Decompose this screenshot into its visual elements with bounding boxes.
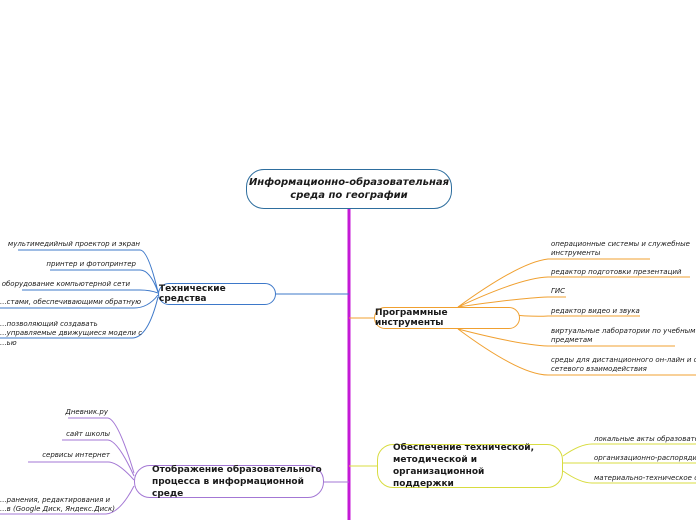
leaf-distance-env-line1: среды для дистанционного он-лайн и оф-ла… bbox=[551, 356, 696, 364]
branch-process-line1: Отображение образовательного bbox=[152, 464, 322, 475]
leaf-org-orders[interactable]: организационно-распорядите... bbox=[594, 454, 696, 462]
leaf-models-line2: ...управляемые движущиеся модели с bbox=[0, 329, 143, 337]
technical-leaf-lines bbox=[0, 249, 159, 339]
leaf-distance-env[interactable]: среды для дистанционного он-лайн и оф-ла… bbox=[551, 356, 696, 374]
branch-support-line3: поддержки bbox=[393, 479, 454, 489]
leaf-virtual-labs-line1: виртуальные лаборатории по учебным bbox=[551, 327, 696, 335]
leaf-cloud-storage-line2: ...в (Google Диск, Яндекс.Диск) bbox=[0, 505, 115, 513]
leaf-distance-env-line2: сетевого взаимодействия bbox=[551, 365, 647, 373]
branch-support-line1: Обеспечение технической, bbox=[393, 443, 535, 453]
leaf-cloud-storage-line1[interactable]: ...ранения, редактирования и bbox=[0, 496, 111, 504]
central-topic-line2: среда по географии bbox=[290, 190, 408, 201]
central-topic-line1: Информационно-образовательная bbox=[248, 177, 450, 188]
leaf-gis[interactable]: ГИС bbox=[551, 287, 566, 295]
branch-software[interactable]: Программные инструменты bbox=[374, 307, 520, 329]
branch-support-line2: методической и организационной bbox=[393, 455, 485, 477]
leaf-internet-services[interactable]: сервисы интернет bbox=[42, 451, 110, 459]
leaf-video-editor[interactable]: редактор видео и звука bbox=[551, 307, 640, 315]
central-topic[interactable]: Информационно-образовательная среда по г… bbox=[246, 169, 452, 209]
branch-technical-label: Технические средства bbox=[159, 284, 226, 304]
branch-process[interactable]: Отображение образовательного процесса в … bbox=[134, 464, 324, 499]
branch-technical[interactable]: Технические средства bbox=[158, 283, 276, 305]
leaf-printer[interactable]: принтер и фотопринтер bbox=[46, 260, 136, 268]
leaf-presentations[interactable]: редактор подготовки презентаций bbox=[551, 268, 682, 276]
leaf-models-line3: ...ью bbox=[0, 339, 17, 347]
leaf-os[interactable]: операционные системы и служебные инструм… bbox=[551, 240, 690, 258]
leaf-feedback-systems[interactable]: ...стами, обеспечивающими обратную bbox=[0, 298, 142, 306]
branch-software-label: Программные инструменты bbox=[375, 308, 448, 328]
leaf-virtual-labs[interactable]: виртуальные лаборатории по учебным предм… bbox=[551, 327, 695, 345]
leaf-network[interactable]: оборудование компьютерной сети bbox=[1, 280, 130, 288]
leaf-local-acts[interactable]: локальные акты образовател... bbox=[594, 435, 696, 443]
process-leaf-lines bbox=[0, 417, 135, 515]
leaf-projector[interactable]: мультимедийный проектор и экран bbox=[7, 240, 140, 248]
leaf-dnevnik[interactable]: Дневник.ру bbox=[65, 408, 108, 416]
support-leaf-lines bbox=[562, 443, 696, 484]
leaf-school-site[interactable]: сайт школы bbox=[66, 430, 110, 438]
leaf-material-support[interactable]: материально-техническое об... bbox=[594, 474, 696, 482]
leaf-virtual-labs-line2: предметам bbox=[551, 336, 593, 344]
branch-process-line2: процесса в информационной среде bbox=[152, 476, 304, 499]
branch-support[interactable]: Обеспечение технической, методической и … bbox=[377, 443, 563, 489]
leaf-models-line1[interactable]: ...позволяющий создавать bbox=[0, 320, 98, 328]
leaf-os-line2: инструменты bbox=[551, 249, 601, 257]
leaf-os-line1: операционные системы и служебные bbox=[551, 240, 690, 248]
